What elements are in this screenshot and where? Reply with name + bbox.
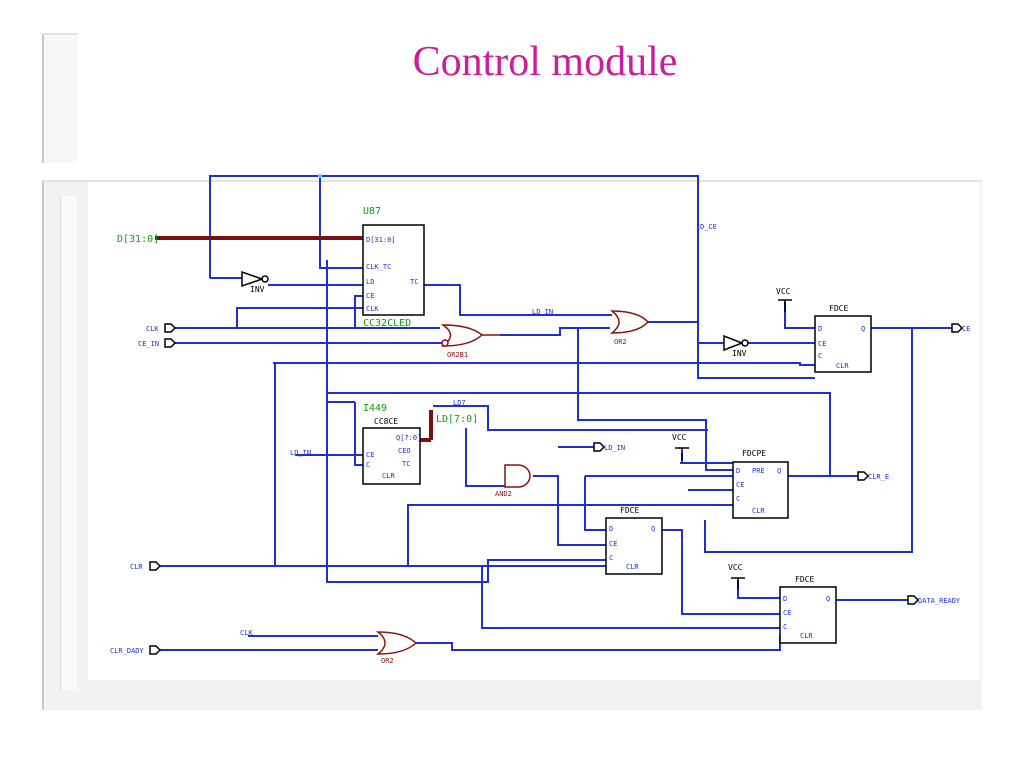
port-clr-dady[interactable]: CLR_DADY	[110, 645, 162, 655]
slide-title: Control module	[412, 39, 678, 85]
fdce-3-pin-c: C	[783, 623, 787, 631]
inverter-mid[interactable]: INV	[723, 334, 749, 358]
net-d-ce-label: D_CE	[700, 223, 717, 231]
fdce-block-1[interactable]: FDCE D Q CE C CLR	[814, 304, 872, 373]
port-ce-in[interactable]: CE_IN	[138, 338, 177, 348]
svg-text:CLR_E: CLR_E	[868, 473, 889, 481]
and2-label: AND2	[495, 490, 512, 498]
fdcpe-pin-pre: PRE	[752, 467, 765, 475]
counter-pin-ce: CE	[366, 292, 374, 300]
or2-gate-top[interactable]: OR2	[609, 310, 650, 346]
svg-text:VCC: VCC	[672, 433, 687, 442]
port-clr-e[interactable]: CLR_E	[857, 471, 889, 481]
port-data-ready[interactable]: DATA_READY	[907, 595, 961, 605]
fdce-3-pin-ce: CE	[783, 609, 791, 617]
counter-pin-d: D[31:0]	[366, 236, 396, 244]
or2-gate-bottom[interactable]: OR2	[375, 631, 418, 665]
fdce-3-pin-d: D	[783, 595, 787, 603]
svg-text:CLR_DADY: CLR_DADY	[110, 647, 145, 655]
counter-pin-load: LD	[366, 278, 374, 286]
inverter-top[interactable]: INV	[241, 270, 269, 294]
slide-frame-top	[42, 33, 78, 163]
fdce-2-type-label: FDCE	[620, 506, 639, 515]
cc8ce-pin-tc: TC	[402, 460, 410, 468]
fdce-2-pin-clr: CLR	[626, 563, 639, 571]
fdcpe-pin-ce: CE	[736, 481, 744, 489]
svg-text:LD_IN: LD_IN	[604, 444, 625, 452]
cc8ce-pin-ce: CE	[366, 451, 374, 459]
fdce-1-pin-d: D	[818, 325, 822, 333]
cc8ce-pin-c: C	[366, 461, 370, 469]
counter-instance-label: U87	[363, 206, 381, 217]
cc8ce-pin-clr: CLR	[382, 472, 395, 480]
counter-pin-clk-tc: CLK_TC	[366, 263, 391, 271]
svg-text:CLR: CLR	[130, 563, 143, 571]
fdce-1-type-label: FDCE	[829, 304, 848, 313]
vcc-symbol-3: VCC	[728, 563, 745, 590]
fdcpe-type-label: FDCPE	[742, 449, 766, 458]
svg-text:CE: CE	[962, 325, 970, 333]
counter-block[interactable]: U87 CC32CLED D[31:0] CLK_TC LD CE CLK TC	[362, 206, 425, 329]
net-ld-in-left-label: LD_IN	[290, 449, 311, 457]
cc8ce-type-label: CC8CE	[374, 417, 398, 426]
fdce-block-3[interactable]: FDCE D Q CE C CLR	[779, 575, 837, 644]
inverter-mid-label: INV	[732, 349, 747, 358]
fdce-2-pin-q: Q	[651, 525, 655, 533]
svg-text:CE_IN: CE_IN	[138, 340, 159, 348]
inverter-top-label: INV	[250, 285, 265, 294]
inner-margin	[60, 196, 77, 690]
or2-top-label: OR2	[614, 338, 627, 346]
fdce-2-pin-ce: CE	[609, 540, 617, 548]
cc8ce-block[interactable]: I449 CC8CE Q[7:0] CEO TC CE C CLR	[362, 403, 421, 485]
port-clr[interactable]: CLR	[130, 561, 162, 571]
fdce-1-pin-c: C	[818, 352, 822, 360]
svg-text:VCC: VCC	[728, 563, 743, 572]
cc8ce-pin-ceo: CEO	[398, 447, 411, 455]
port-ce-out[interactable]: CE	[951, 323, 970, 333]
port-ld-in[interactable]: LD_IN	[593, 442, 625, 452]
counter-type-label: CC32CLED	[363, 318, 411, 329]
or2-bottom-label: OR2	[381, 657, 394, 665]
svg-text:VCC: VCC	[776, 287, 791, 296]
net-ld-bus-label: LD[7:0]	[436, 414, 478, 425]
net-clk-bottom-label: CLK	[240, 629, 253, 637]
fdcpe-pin-c: C	[736, 495, 740, 503]
fdce-3-pin-q: Q	[826, 595, 830, 603]
vcc-symbol-1: VCC	[776, 287, 792, 312]
svg-text:DATA_READY: DATA_READY	[918, 597, 961, 605]
net-ld-b-label: LD7	[453, 399, 466, 407]
or2b1-label: OR2B1	[447, 351, 468, 359]
svg-text:D[31:0]: D[31:0]	[117, 234, 159, 245]
cc8ce-instance-label: I449	[363, 403, 387, 414]
fdcpe-pin-d: D	[736, 467, 740, 475]
fdce-1-pin-ce: CE	[818, 340, 826, 348]
svg-text:CLK: CLK	[146, 325, 159, 333]
fdcpe-pin-clr: CLR	[752, 507, 765, 515]
and2-gate[interactable]: AND2	[495, 464, 531, 498]
fdcpe-block[interactable]: FDCPE D PRE Q CE C CLR	[732, 449, 789, 519]
or2b1-gate[interactable]: OR2B1	[440, 324, 500, 359]
port-d-bus[interactable]: D[31:0]	[117, 234, 159, 245]
fdce-2-pin-d: D	[609, 525, 613, 533]
port-clk[interactable]: CLK	[146, 323, 177, 333]
fdce-2-pin-c: C	[609, 554, 613, 562]
junction-dot	[318, 174, 322, 178]
counter-pin-tc: TC	[410, 278, 418, 286]
counter-pin-clk: CLK	[366, 305, 379, 313]
fdcpe-pin-q: Q	[777, 467, 781, 475]
fdce-3-type-label: FDCE	[795, 575, 814, 584]
fdce-3-pin-clr: CLR	[800, 632, 813, 640]
cc8ce-pin-q: Q[7:0]	[396, 434, 421, 442]
fdce-1-pin-q: Q	[861, 325, 865, 333]
vcc-symbol-2: VCC	[672, 433, 689, 460]
net-ld-in-top-label: LD_IN	[532, 308, 553, 316]
fdce-block-2[interactable]: FDCE D Q CE C CLR	[605, 506, 663, 575]
fdce-1-pin-clr: CLR	[836, 362, 849, 370]
wires	[160, 175, 952, 651]
